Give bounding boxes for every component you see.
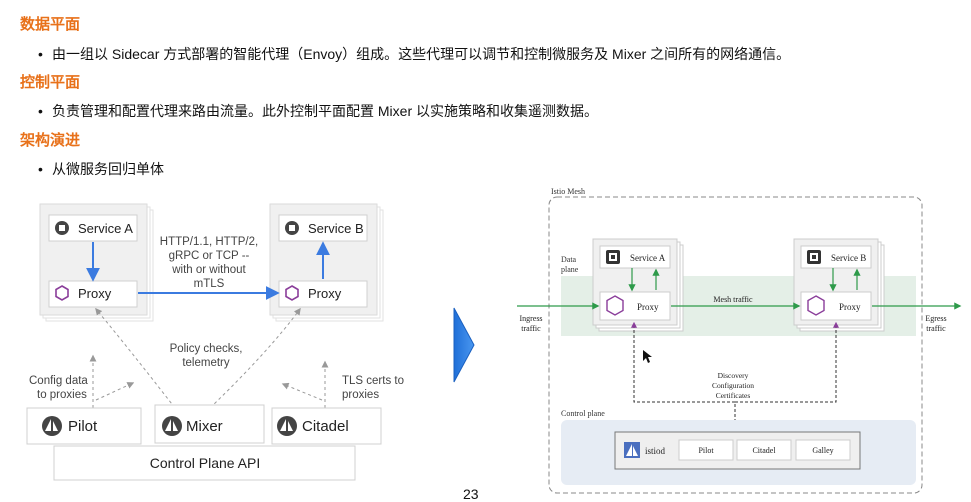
proxy-b-label: Proxy	[839, 302, 861, 312]
egress-label: Egress	[925, 314, 946, 323]
proxy-b-label: Proxy	[308, 286, 342, 301]
citadel-cert-arrow	[281, 382, 323, 401]
citadel-component: Citadel	[271, 407, 382, 445]
proxy-a-label: Proxy	[78, 286, 112, 301]
service-b-group: Service B Proxy	[269, 203, 384, 322]
bullet-text: 从微服务回归单体	[52, 161, 164, 177]
proxy-b-box	[800, 291, 872, 321]
control-plane-api-box	[53, 445, 356, 481]
mesh-traffic-label: Mesh traffic	[713, 295, 753, 304]
policy-arrow-to-proxy-b	[209, 307, 301, 409]
ingress-label: Ingress	[519, 314, 542, 323]
istio-mesh-boundary	[548, 196, 923, 494]
chip-icon	[606, 250, 620, 264]
service-b-label: Service B	[831, 253, 866, 263]
control-plane-label: Control plane	[561, 409, 605, 418]
istiod-pilot-label: Pilot	[698, 446, 714, 455]
istiod-galley-box	[795, 439, 851, 461]
bullet-data-plane: • 由一组以 Sidecar 方式部署的智能代理（Envoy）组成。这些代理可以调…	[38, 44, 790, 64]
data-plane-label: Data	[561, 255, 577, 264]
mixer-component: Mixer	[154, 404, 265, 444]
istiod-galley-label: Galley	[812, 446, 833, 455]
sail-icon	[42, 416, 62, 436]
discovery-line-a	[631, 321, 736, 432]
hexagon-icon	[807, 295, 825, 316]
section-heading-architecture: 架构演进	[20, 132, 81, 149]
istiod-citadel-box	[736, 439, 792, 461]
bullet-architecture: • 从微服务回归单体	[38, 159, 164, 179]
istiod-label: istiod	[645, 446, 666, 456]
istiod-citadel-label: Citadel	[752, 446, 776, 455]
data-plane-label: plane	[561, 265, 579, 274]
service-a-label: Service A	[630, 253, 666, 263]
discovery-line-b	[735, 321, 839, 403]
citadel-label: Citadel	[302, 418, 349, 435]
tls-line: TLS certs to	[342, 375, 404, 387]
hexagon-icon	[55, 285, 69, 301]
chip-icon	[285, 221, 299, 235]
service-a-group: Service A Proxy	[39, 203, 154, 322]
protocol-line: mTLS	[194, 278, 225, 290]
mouse-cursor-icon	[643, 350, 652, 363]
control-plane-api-label: Control Plane API	[150, 455, 261, 471]
egress-label: traffic	[926, 324, 946, 333]
service-b-label: Service B	[308, 221, 364, 236]
proxy-a-box	[599, 291, 671, 321]
chip-icon	[807, 250, 821, 264]
bullet-control-plane: • 负责管理和配置代理来路由流量。此外控制平面配置 Mixer 以实施策略和收集遥…	[38, 101, 598, 121]
sail-icon	[277, 416, 297, 436]
bullet-text: 负责管理和配置代理来路由流量。此外控制平面配置 Mixer 以实施策略和收集遥测…	[52, 103, 598, 119]
policy-line: telemetry	[182, 357, 230, 369]
protocol-line: HTTP/1.1, HTTP/2,	[160, 236, 258, 248]
ingress-label: traffic	[521, 324, 541, 333]
pilot-component: Pilot	[26, 407, 142, 445]
page-number: 23	[463, 486, 479, 502]
protocol-line: gRPC or TCP --	[169, 250, 250, 262]
service-b-group-right: Service B Proxy	[793, 238, 885, 332]
service-a-group-right: Service A Proxy	[592, 238, 684, 332]
bullet-dot-icon: •	[38, 161, 43, 177]
mesh-title: Istio Mesh	[551, 187, 585, 196]
chip-icon	[55, 221, 69, 235]
discovery-label: Discovery	[718, 371, 749, 380]
proxy-b-box	[278, 280, 368, 308]
discovery-label: Configuration	[712, 381, 754, 390]
tls-line: proxies	[342, 389, 379, 401]
pilot-label: Pilot	[68, 418, 98, 435]
hexagon-icon	[285, 285, 299, 301]
proxy-a-label: Proxy	[637, 302, 659, 312]
hexagon-icon	[606, 295, 624, 316]
bullet-dot-icon: •	[38, 46, 43, 62]
sail-icon	[162, 416, 182, 436]
istiod-pilot-box	[678, 439, 734, 461]
config-line: to proxies	[37, 389, 87, 401]
bullet-dot-icon: •	[38, 103, 43, 119]
protocol-line: with or without	[171, 264, 246, 276]
policy-line: Policy checks,	[170, 343, 243, 355]
bullet-text: 由一组以 Sidecar 方式部署的智能代理（Envoy）组成。这些代理可以调节…	[52, 46, 791, 62]
mixer-label: Mixer	[186, 418, 223, 435]
config-line: Config data	[29, 375, 88, 387]
evolution-arrow-icon	[453, 307, 475, 383]
istio-architecture-diagram-right: Istio Mesh Data plane Service A Proxy Se…	[517, 187, 962, 494]
section-heading-control-plane: 控制平面	[20, 74, 81, 91]
service-a-label: Service A	[78, 221, 133, 236]
discovery-label: Certificates	[716, 391, 751, 400]
istio-architecture-diagram-left: Service A Proxy Service B Proxy HTTP/1.1…	[26, 203, 404, 481]
section-heading-data-plane: 数据平面	[20, 16, 81, 33]
pilot-config-arrow	[95, 382, 135, 401]
policy-arrow-to-proxy-a	[95, 307, 176, 409]
